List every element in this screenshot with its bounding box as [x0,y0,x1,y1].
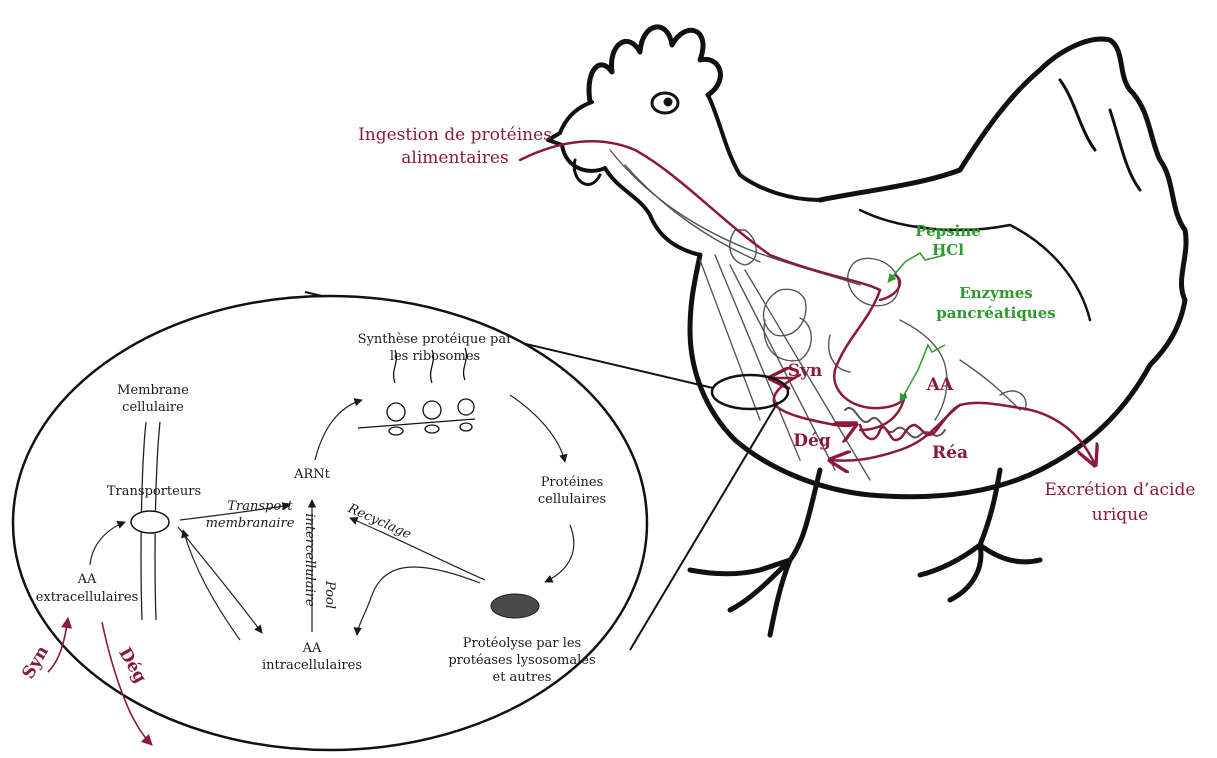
hen-neck-back [708,95,820,200]
cell-zoom-ellipse [13,296,647,750]
aa-extra-label-line2: extracellulaires [36,590,139,605]
ingestion-label: Ingestion de protéines [358,125,552,145]
excretion-label: Excrétion d’acide [1045,480,1196,500]
transporter-ellipse [131,511,169,533]
hen-left-leg [690,470,820,635]
enzymes-label-line2: pancréatiques [936,304,1055,322]
enzymes-label: Enzymes [959,284,1032,302]
transport-label: Transport [227,499,293,514]
proteines-label: Protéines [541,475,604,490]
deg-label: Dég [793,431,831,451]
pool-label-line2: intercellulaire [302,513,317,607]
hcl-label: HCl [932,241,964,259]
pool-label: Pool [322,580,337,609]
aa-label: AA [926,375,954,395]
synthese-label-line2: les ribosomes [390,349,480,364]
rea-label: Réa [932,443,968,463]
aa-intra-label-line2: intracellulaires [262,658,362,673]
membrane-label-line2: cellulaire [122,400,184,415]
synthese-label: Synthèse protéique par [358,332,513,347]
cell-syn-label: Syn [18,643,53,683]
arnt-label: ARNt [293,467,331,482]
proteolyse-label: Protéolyse par les [463,636,581,651]
ingestion-label-line2: alimentaires [401,148,508,168]
cell-diagram: Synthèse protéique par les ribosomes Mem… [13,296,647,750]
transport-label-line2: membranaire [206,516,295,531]
aa-intra-label: AA [302,641,322,656]
lysosome-blob [491,594,539,618]
membrane-label: Membrane [117,383,189,398]
aa-extra-label: AA [77,572,97,587]
proteolyse-label-line3: et autres [493,670,552,685]
proteines-label-line2: cellulaires [538,492,606,507]
hen-comb [589,27,720,102]
transporteurs-label: Transporteurs [107,484,201,499]
proteolyse-label-line2: protéases lysosomales [448,653,595,668]
pepsine-label: Pepsine [915,222,981,240]
excretion-label-line2: urique [1092,505,1148,525]
syn-label: Syn [788,361,823,381]
